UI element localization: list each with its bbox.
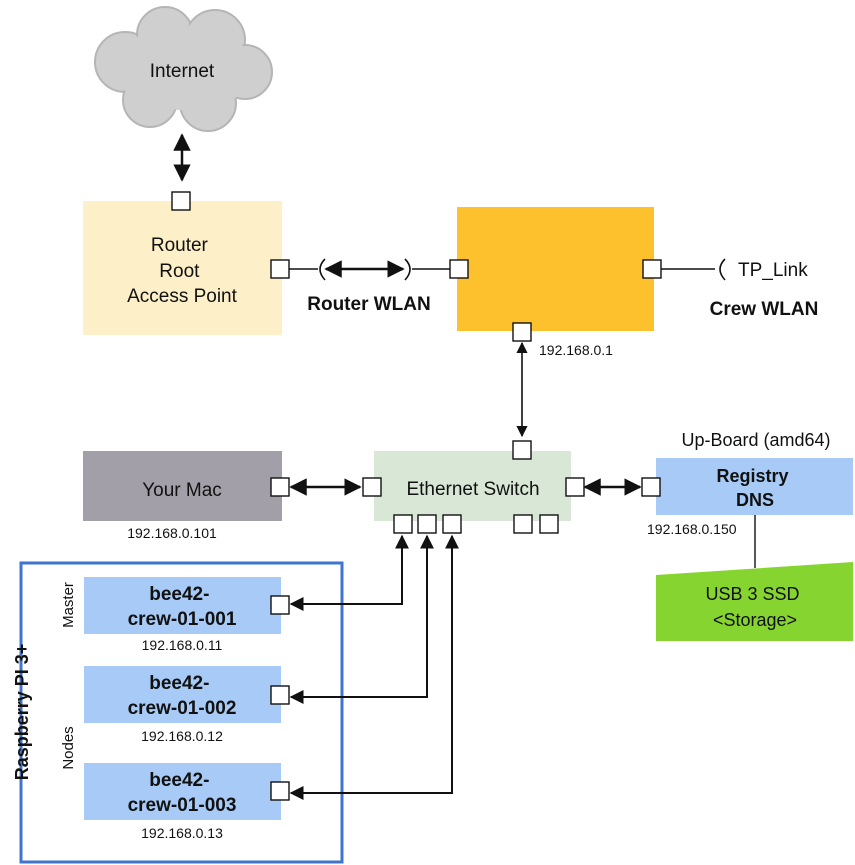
switch-label: Ethernet Switch — [406, 479, 539, 500]
router-line-2: Root — [159, 261, 200, 282]
router-line-3: Access Point — [127, 286, 238, 307]
upboard-port — [641, 477, 661, 497]
switch-left-port — [362, 477, 382, 497]
switch-box — [374, 451, 571, 521]
svg-text:bee42- crew-01-002: bee42- crew-01-002 — [128, 673, 237, 719]
storage-line-1: USB 3 SSD — [705, 584, 799, 604]
node-3-line-2: crew-01-003 — [128, 795, 237, 816]
mac-ip: 192.168.0.101 — [127, 525, 217, 541]
mac-box — [83, 451, 282, 521]
switch-right-port — [565, 477, 585, 497]
mac-port — [270, 477, 290, 497]
node-2-line-2: crew-01-002 — [128, 698, 237, 719]
tp-link-antenna — [719, 258, 726, 281]
master-label: Master — [60, 582, 77, 628]
node-2-port — [270, 685, 290, 705]
node-1-port — [270, 595, 290, 615]
node-3-ip: 192.168.0.13 — [141, 825, 223, 841]
crew-router-bottom-port — [512, 322, 532, 342]
switch-port-3 — [442, 514, 462, 534]
internet-label: Internet — [150, 61, 215, 82]
node-2-line-1: bee42- — [149, 673, 209, 694]
node-2-switch-link — [289, 534, 434, 704]
router-wlan-link — [289, 258, 450, 281]
node-3-port — [270, 781, 290, 801]
mac-label: Your Mac — [142, 480, 222, 501]
node-1-box — [84, 577, 281, 634]
router-body — [83, 201, 282, 335]
storage-box — [656, 562, 853, 641]
switch-port-1 — [393, 514, 413, 534]
node-3-switch-link — [289, 534, 459, 800]
svg-text:USB 3 SSD <Storage>: USB 3 SSD <Storage> — [705, 584, 804, 630]
switch-port-5 — [539, 514, 559, 534]
node-1-line-1: bee42- — [149, 584, 209, 605]
switch-top-port — [512, 440, 532, 460]
svg-text:Router Root Access: Router Root Access Point — [127, 235, 238, 307]
svg-text:Registry DNS: Registry DNS — [716, 466, 793, 510]
crew-wlan-label: Crew WLAN — [710, 299, 819, 320]
router-line-1: Router — [151, 235, 209, 256]
node-1-ip: 192.168.0.11 — [142, 637, 223, 653]
router-wlan-label: Router WLAN — [307, 294, 430, 315]
router-top-port — [171, 191, 191, 211]
nodes-label: Nodes — [60, 726, 77, 769]
switch-port-4 — [513, 514, 533, 534]
node-1-line-2: crew-01-001 — [128, 609, 237, 630]
cluster-label: Raspberry PI 3+ — [12, 644, 32, 781]
node-2-box — [84, 666, 281, 723]
upboard-line-1: Registry — [716, 466, 788, 486]
node-1-switch-link — [289, 534, 409, 611]
svg-text:bee42- crew-01-003: bee42- crew-01-003 — [128, 770, 237, 816]
internet-cloud: Internet — [94, 6, 273, 132]
storage-line-2: <Storage> — [713, 610, 797, 630]
crew-router-box — [457, 207, 654, 331]
node-3-box — [84, 763, 281, 820]
svg-text:bee42- crew-01-001: bee42- crew-01-001 — [128, 584, 237, 630]
crew-router-right-port — [642, 259, 662, 279]
node-3-line-1: bee42- — [149, 770, 209, 791]
router-right-port — [270, 259, 290, 279]
router-box: Router Root Access Point — [83, 201, 282, 335]
upboard-title: Up-Board (amd64) — [681, 430, 830, 450]
crew-router-ip: 192.168.0.1 — [539, 342, 613, 358]
switch-port-2 — [417, 514, 437, 534]
upboard-line-2: DNS — [736, 490, 774, 510]
node-2-ip: 192.168.0.12 — [141, 728, 223, 744]
tp-link-label: TP_Link — [738, 260, 808, 281]
upboard-box — [656, 458, 853, 515]
upboard-ip: 192.168.0.150 — [647, 521, 737, 537]
crew-router-left-port — [449, 259, 469, 279]
